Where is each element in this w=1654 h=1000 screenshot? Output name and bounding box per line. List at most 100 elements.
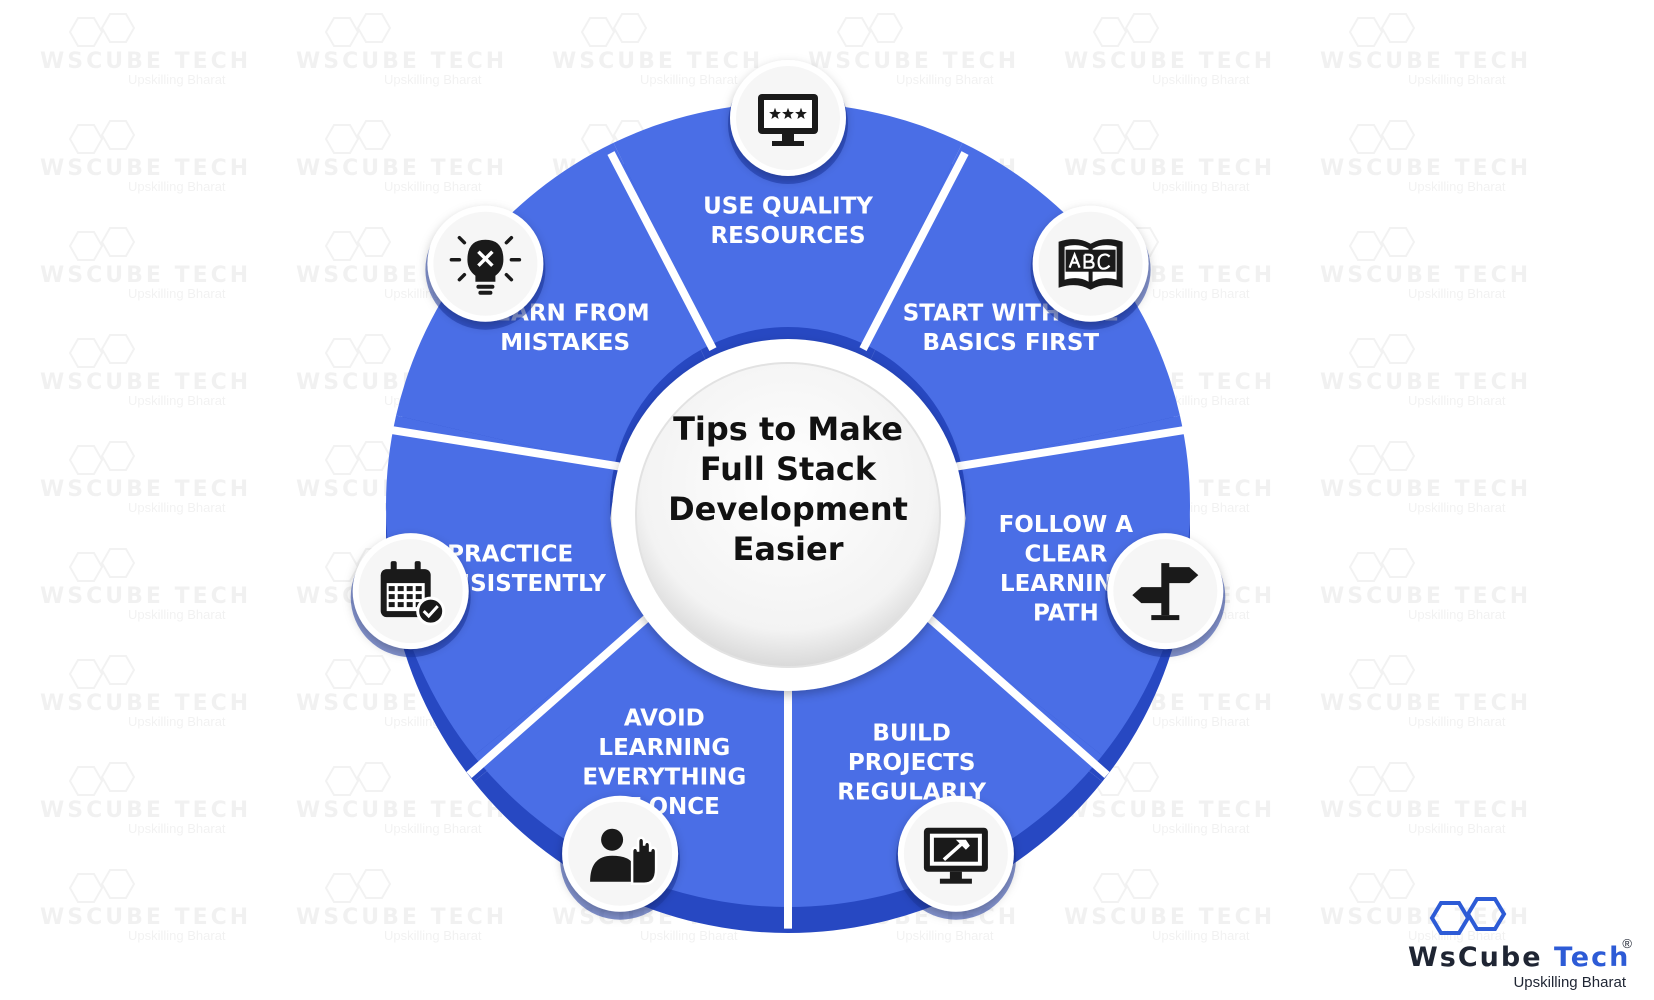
watermark-tagline: Upskilling Bharat — [128, 286, 226, 301]
person-stop-hand-icon — [560, 795, 681, 920]
watermark-name: WSCUBE TECH — [808, 49, 1019, 74]
watermark-name: WSCUBE TECH — [1320, 49, 1531, 74]
watermark-tagline: Upskilling Bharat — [1408, 928, 1506, 943]
watermark-name: WSCUBE TECH — [296, 798, 507, 823]
abc-book-icon — [1030, 205, 1151, 330]
watermark-tagline: Upskilling Bharat — [1152, 821, 1250, 836]
watermark-name: WSCUBE TECH — [40, 156, 251, 181]
watermark-tagline: Upskilling Bharat — [640, 72, 738, 87]
watermark-tagline: Upskilling Bharat — [128, 714, 226, 729]
brand-logo: WsCube Tech ® Upskilling Bharat — [1408, 892, 1638, 992]
watermark-name: WSCUBE TECH — [1320, 477, 1531, 502]
watermark-tagline: Upskilling Bharat — [128, 179, 226, 194]
watermark-name: WSCUBE TECH — [1320, 156, 1531, 181]
watermark-tagline: Upskilling Bharat — [1408, 286, 1506, 301]
watermark-name: WSCUBE TECH — [40, 798, 251, 823]
watermark-tagline: Upskilling Bharat — [128, 821, 226, 836]
watermark-tagline: Upskilling Bharat — [1408, 714, 1506, 729]
icon-layer — [350, 60, 1226, 920]
watermark-name: WSCUBE TECH — [1064, 798, 1275, 823]
watermark-tagline: Upskilling Bharat — [1152, 72, 1250, 87]
watermark-tagline: Upskilling Bharat — [1152, 179, 1250, 194]
wheel-gap-layer — [389, 151, 1187, 929]
monitor-stars-icon — [728, 60, 848, 184]
calendar-check-icon — [350, 533, 471, 658]
segment-4 — [788, 615, 1103, 907]
watermark-tagline: Upskilling Bharat — [128, 607, 226, 622]
watermark-name: WSCUBE TECH — [1320, 905, 1531, 930]
segment-3 — [927, 415, 1190, 756]
watermark-name: WSCUBE TECH — [296, 49, 507, 74]
watermark-tagline: Upskilling Bharat — [640, 928, 738, 943]
watermark-name: WSCUBE TECH — [1320, 691, 1531, 716]
watermark-tagline: Upskilling Bharat — [128, 500, 226, 515]
watermark-tagline: Upskilling Bharat — [1152, 928, 1250, 943]
watermark-name: WSCUBE TECH — [1320, 263, 1531, 288]
hexagon-logo-icon — [1429, 897, 1507, 935]
watermark-name: WSCUBE TECH — [1320, 798, 1531, 823]
watermark-tagline: Upskilling Bharat — [384, 821, 482, 836]
segment-1 — [613, 103, 963, 345]
brand-tagline: Upskilling Bharat — [1513, 974, 1626, 991]
watermark-name: WSCUBE TECH — [40, 263, 251, 288]
brand-name: WsCube Tech — [1408, 942, 1631, 973]
segment-6 — [386, 415, 649, 756]
watermark-name: WSCUBE TECH — [552, 49, 763, 74]
watermark-tagline: Upskilling Bharat — [128, 393, 226, 408]
watermark-tagline: Upskilling Bharat — [384, 179, 482, 194]
watermark-name: WSCUBE TECH — [1320, 370, 1531, 395]
segment-7 — [396, 142, 711, 466]
watermark-name: WSCUBE TECH — [40, 370, 251, 395]
segment-divider — [389, 425, 620, 471]
watermark-name: WSCUBE TECH — [40, 49, 251, 74]
registered-mark: ® — [1622, 936, 1632, 951]
watermark-name: WSCUBE TECH — [40, 691, 251, 716]
watermark-tagline: Upskilling Bharat — [1152, 714, 1250, 729]
watermark-tagline: Upskilling Bharat — [384, 72, 482, 87]
watermark-name: WSCUBE TECH — [40, 584, 251, 609]
watermark-name: WSCUBE TECH — [40, 905, 251, 930]
segment-divider — [607, 151, 717, 351]
watermark-name: WSCUBE TECH — [296, 156, 507, 181]
segment-divider — [859, 151, 969, 351]
segment-5 — [473, 615, 788, 907]
lightbulb-x-icon — [425, 205, 546, 330]
watermark-name: WSCUBE TECH — [1320, 584, 1531, 609]
watermark-tagline: Upskilling Bharat — [1408, 393, 1506, 408]
signpost-icon — [1105, 533, 1226, 658]
segment-2 — [865, 142, 1180, 466]
watermark-tagline: Upskilling Bharat — [1408, 72, 1506, 87]
watermark-name: WSCUBE TECH — [296, 905, 507, 930]
